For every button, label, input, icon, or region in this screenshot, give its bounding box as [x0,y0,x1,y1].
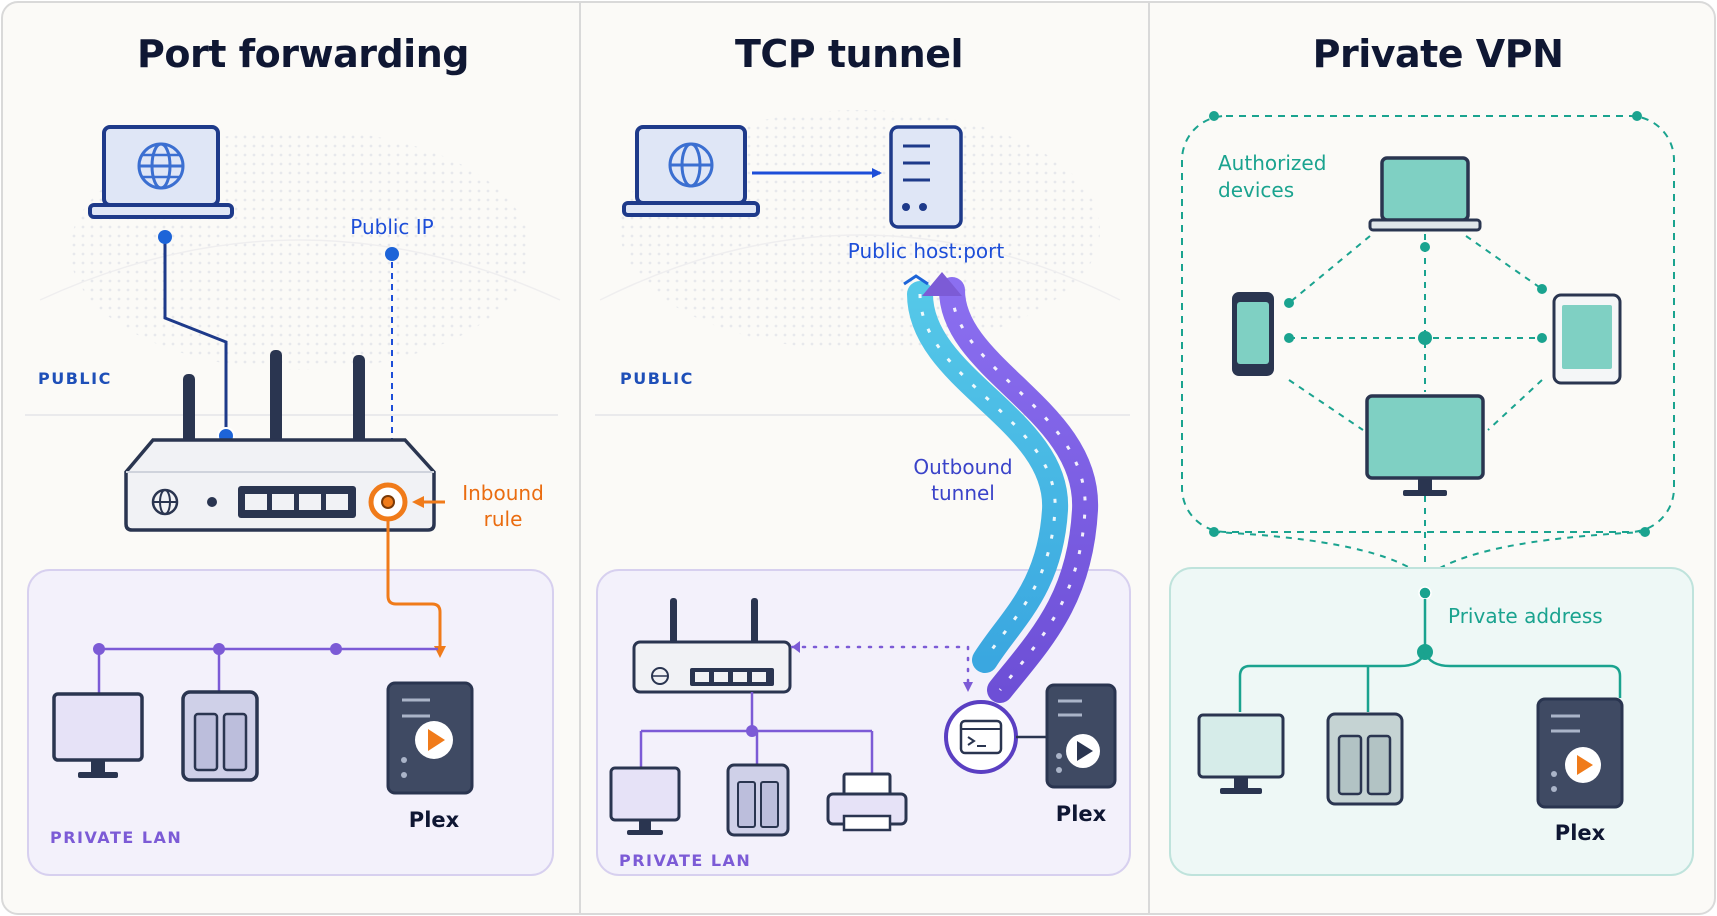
router-icon [124,350,436,532]
nas-icon [181,690,259,782]
panel-port-forwarding: Port forwarding Public IP PUBLIC [27,32,554,876]
outbound-tunnel-label-2: tunnel [931,481,995,505]
vpn-mesh [1213,234,1646,579]
play-icon [1066,734,1100,768]
monitor-icon [52,692,144,778]
monitor-icon [1197,713,1285,794]
panel-title-tcp-tunnel: TCP tunnel [735,32,963,76]
outbound-tunnel [903,272,1099,703]
globe-icon [668,142,714,188]
lan-bus [93,643,438,694]
public-ip-label: Public IP [350,215,434,239]
inbound-rule-label-1: Inbound [462,481,544,505]
authorized-devices-label-2: devices [1218,178,1294,202]
public-ip-node [385,247,399,261]
forward-path [386,520,446,658]
authorized-devices-label-1: Authorized [1218,151,1326,175]
inbound-rule-label-2: rule [484,507,523,531]
globe-icon [137,142,185,190]
tablet-icon [1552,293,1622,385]
private-lan-zone [27,569,554,876]
private-network-bus [1238,651,1622,712]
panel-title-private-vpn: Private VPN [1313,32,1564,76]
panel-private-vpn: Private VPN Authorized devices [1169,32,1694,876]
terminal-icon [959,719,1003,755]
server-icon [386,681,474,795]
outbound-tunnel-label-1: Outbound [913,455,1012,479]
monitor-icon [609,766,681,835]
server-icon [1045,683,1117,789]
panel-tcp-tunnel: TCP tunnel Public host:port PUBLIC PRIVA… [596,32,1131,876]
zone-private-lan: PRIVATE LAN [619,851,751,870]
play-icon [415,721,453,759]
printer-icon [826,772,908,832]
router-to-agent-link [790,645,973,692]
lan-bus [639,692,874,774]
link-node [158,230,172,244]
server-label: Plex [409,808,460,832]
server-icon [1536,697,1624,809]
zone-public: PUBLIC [620,369,694,388]
server-label: Plex [1555,821,1606,845]
internet-link [163,237,228,436]
zone-public: PUBLIC [38,369,112,388]
play-icon [1565,747,1601,783]
laptop-icon [88,125,234,219]
public-host-label: Public host:port [848,239,1005,263]
panel-title-port-forwarding: Port forwarding [137,32,469,76]
nas-icon [726,763,790,837]
laptop-icon [1368,156,1482,232]
nas-icon [1326,712,1404,806]
router-icon [632,598,792,694]
phone-icon [1232,292,1274,376]
laptop-icon [622,125,760,217]
server-icon [889,125,963,229]
private-address-label: Private address [1448,604,1603,628]
monitor-icon [1365,394,1485,496]
zone-private-lan: PRIVATE LAN [50,828,182,847]
authorized-devices-zone [1181,115,1675,533]
server-label: Plex [1056,802,1107,826]
